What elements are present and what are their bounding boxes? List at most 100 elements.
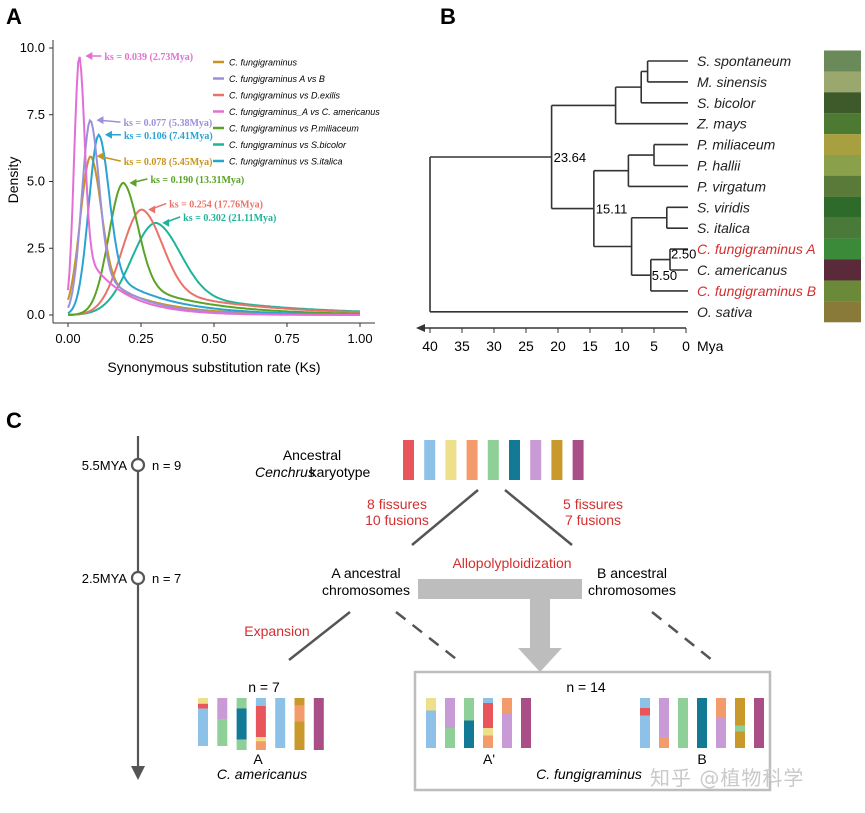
timeline-arrowhead <box>131 766 145 780</box>
fungigraminus-box <box>413 670 772 792</box>
taxon-label: P. miliaceum <box>697 137 776 153</box>
chromosome-segment <box>483 703 493 728</box>
peak-ks-label: ks = 0.077 (5.38Mya) <box>123 118 212 129</box>
chromosome-segment <box>464 698 474 721</box>
ancestral-chromosome <box>445 440 457 480</box>
taxon-photo <box>824 92 861 114</box>
x-axis-label: Synonymous substitution rate (Ks) <box>107 359 320 375</box>
peak-ks-label: ks = 0.078 (5.45Mya) <box>124 157 213 168</box>
chromosome-segment <box>697 698 707 748</box>
taxon-label: S. spontaneum <box>697 53 792 69</box>
taxon-label: M. sinensis <box>697 74 767 90</box>
chromosome-segment <box>483 728 493 736</box>
taxon-photo <box>824 50 861 72</box>
peak-arrowhead <box>96 116 104 125</box>
right-fissures: 5 fissures <box>563 496 623 512</box>
time-tick-label: 30 <box>486 338 502 354</box>
taxon-photo <box>824 259 861 281</box>
node-age-label: 5.50 <box>652 268 677 283</box>
fungigraminus-b-subgenome-bars <box>640 698 764 748</box>
chromosome-segment <box>502 698 512 713</box>
peak-arrowhead <box>96 152 104 161</box>
taxon-photo <box>824 155 861 176</box>
peak-ks-label: ks = 0.190 (13.31Mya) <box>150 175 244 186</box>
ancestral-title-line2: karyotype <box>310 464 371 480</box>
chromosome-segment <box>198 703 208 709</box>
panel-a-label: A <box>6 4 22 29</box>
taxon-label: C. fungigraminus A <box>697 241 816 257</box>
ancestral-karyotype-bars <box>403 440 584 480</box>
chromosome-segment <box>521 698 531 748</box>
left-fissures: 8 fissures <box>367 496 427 512</box>
chromosome-segment <box>659 698 669 738</box>
taxon-label: S. italica <box>697 220 750 236</box>
chromosome-segment <box>483 735 493 748</box>
chromosome-segment <box>640 708 650 716</box>
x-tick-label: 1.00 <box>347 331 372 346</box>
ancestral-title-line1: Ancestral <box>283 447 341 463</box>
chromosome-segment <box>754 698 764 748</box>
x-tick-label: 0.00 <box>55 331 80 346</box>
subgenome-a-prime-label: A' <box>483 751 495 767</box>
fungigraminus-n: n = 14 <box>566 679 606 695</box>
chromosome-segment <box>735 698 745 726</box>
time-tick-label: 10 <box>614 338 630 354</box>
taxon-photo <box>824 238 861 260</box>
americanus-karyotype-bars <box>198 698 324 750</box>
chromosome-segment <box>483 698 493 703</box>
panel-b-label: B <box>440 4 456 29</box>
taxon-photo <box>824 113 861 135</box>
time-tick-label: 15 <box>582 338 598 354</box>
time-tick-label: 25 <box>518 338 534 354</box>
chromosome-segment <box>255 698 266 706</box>
chromosome-segment <box>502 713 512 748</box>
right-fusions: 7 fusions <box>565 512 621 528</box>
y-tick-label: 7.5 <box>27 107 45 122</box>
chromosome-segment <box>716 718 726 748</box>
taxon-photo <box>824 175 861 197</box>
chromosome-segment <box>294 698 305 706</box>
taxon-label: O. sativa <box>697 304 752 320</box>
allopolyploidization-label: Allopolyploidization <box>452 555 571 571</box>
ancestral-chromosome <box>403 440 414 480</box>
time-tick-label: 0 <box>682 338 690 354</box>
americanus-n: n = 7 <box>248 679 280 695</box>
b-dashed-line <box>651 611 713 661</box>
chromosome-segment <box>198 708 208 746</box>
y-tick-label: 5.0 <box>27 174 45 189</box>
taxon-photo <box>824 134 861 156</box>
time-tick-label: 20 <box>550 338 566 354</box>
time-tick-label: 35 <box>454 338 470 354</box>
taxon-label: Z. mays <box>696 116 747 132</box>
peak-ks-label: ks = 0.302 (21.11Mya) <box>183 213 276 224</box>
ancestral-title-genus: Cenchrus <box>255 464 315 480</box>
a-ancestral-line2: chromosomes <box>322 582 410 598</box>
peak-arrowhead <box>129 178 137 187</box>
b-ancestral-line1: B ancestral <box>597 565 667 581</box>
timeline-node-5-5mya <box>130 457 146 473</box>
y-axis-label: Density <box>5 157 21 204</box>
a-dashed-line <box>395 611 461 663</box>
panel-c-label: C <box>6 408 22 433</box>
panel-c: C 5.5MYA n = 9 2.5MYA n = 7 Ancestral Ce… <box>6 408 772 792</box>
chromosome-segment <box>659 738 669 748</box>
peak-arrowhead <box>148 205 156 214</box>
y-tick-label: 2.5 <box>27 240 45 255</box>
taxon-label: P. hallii <box>697 158 741 174</box>
legend-label: C. fungigraminus <box>229 58 298 68</box>
left-fusions: 10 fusions <box>365 512 429 528</box>
chromosome-segment <box>640 698 650 708</box>
node-age-label: 15.11 <box>596 202 628 217</box>
taxon-label: P. virgatum <box>697 178 766 194</box>
b-ancestral-line2: chromosomes <box>588 582 676 598</box>
chromosome-segment <box>640 715 650 748</box>
y-tick-label: 0.0 <box>27 307 45 322</box>
chromosome-segment <box>426 698 436 711</box>
density-curve <box>68 181 360 316</box>
taxon-label: C. americanus <box>697 262 787 278</box>
peak-ks-label: ks = 0.106 (7.41Mya) <box>124 131 213 142</box>
chromosome-segment <box>294 721 305 750</box>
